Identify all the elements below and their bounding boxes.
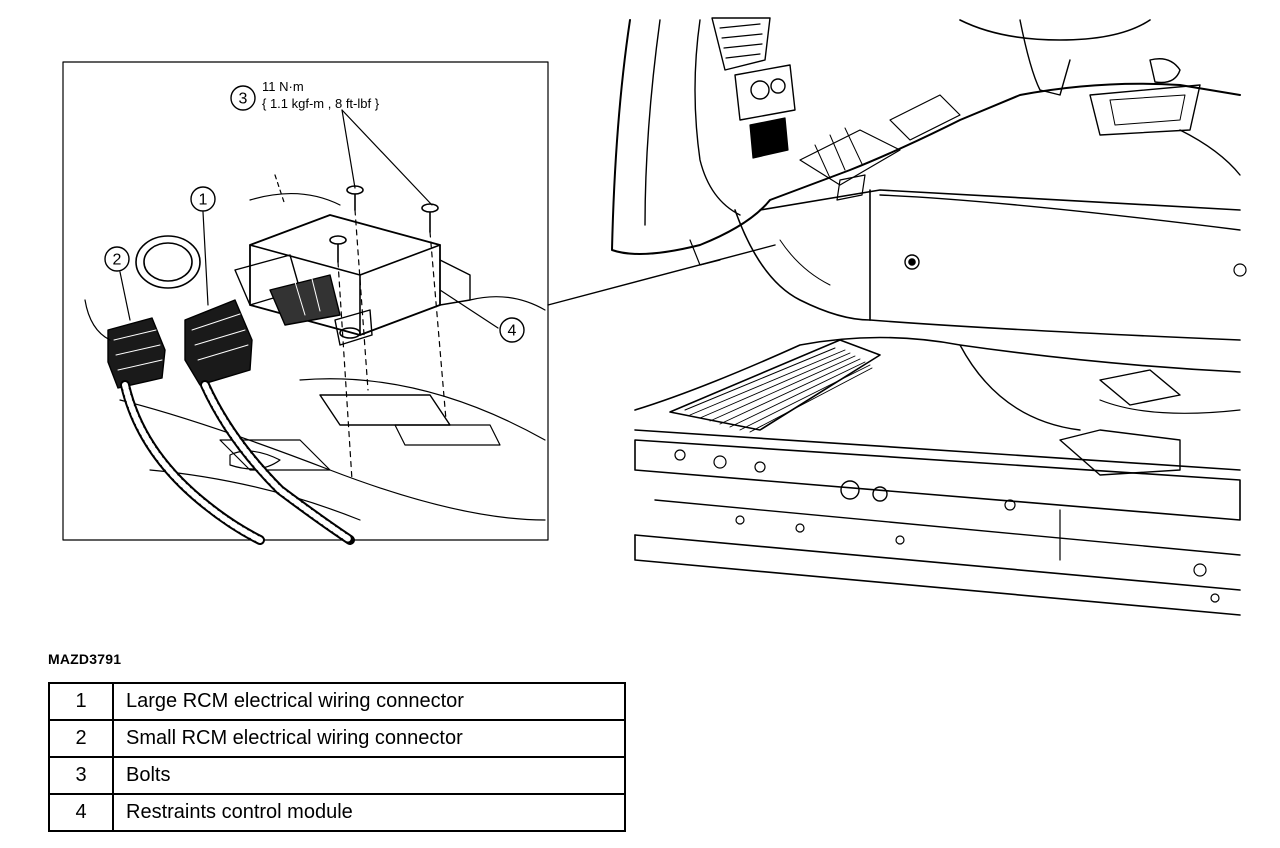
torque-spec-line2: { 1.1 kgf-m , 8 ft-lbf } — [262, 96, 380, 111]
torque-spec-line1: 11 N·m — [262, 79, 304, 94]
legend-description: Restraints control module — [112, 793, 626, 832]
small-connector-drawing — [107, 317, 166, 389]
inset-pointer-line — [547, 244, 776, 306]
legend-table: 1 Large RCM electrical wiring connector … — [48, 682, 626, 832]
legend-number: 1 — [48, 682, 114, 721]
callout-2-label: 2 — [113, 252, 122, 269]
legend-number: 3 — [48, 756, 114, 795]
legend-row: 4 Restraints control module — [48, 793, 626, 832]
vehicle-interior-drawing — [611, 17, 1247, 616]
legend-description: Large RCM electrical wiring connector — [112, 682, 626, 721]
detail-inset-frame — [62, 61, 549, 541]
callout-3-label: 3 — [239, 91, 248, 108]
grommet-ring — [135, 235, 201, 289]
legend-description: Bolts — [112, 756, 626, 795]
bolts-drawing — [329, 185, 439, 263]
callout-1-label: 1 — [199, 192, 208, 209]
legend-description: Small RCM electrical wiring connector — [112, 719, 626, 758]
figure-id: MAZD3791 — [48, 651, 122, 667]
wiring-harness-drawing — [84, 299, 355, 545]
legend-row: 1 Large RCM electrical wiring connector — [48, 682, 626, 721]
legend-row: 2 Small RCM electrical wiring connector — [48, 719, 626, 758]
callout-4-label: 4 — [508, 323, 517, 340]
legend-number: 2 — [48, 719, 114, 758]
legend-number: 4 — [48, 793, 114, 832]
large-connector-drawing — [184, 299, 253, 386]
legend-row: 3 Bolts — [48, 756, 626, 795]
illustration: 1 2 3 4 11 N·m { 1.1 kgf-m , 8 ft-lbf } — [62, 17, 1247, 616]
